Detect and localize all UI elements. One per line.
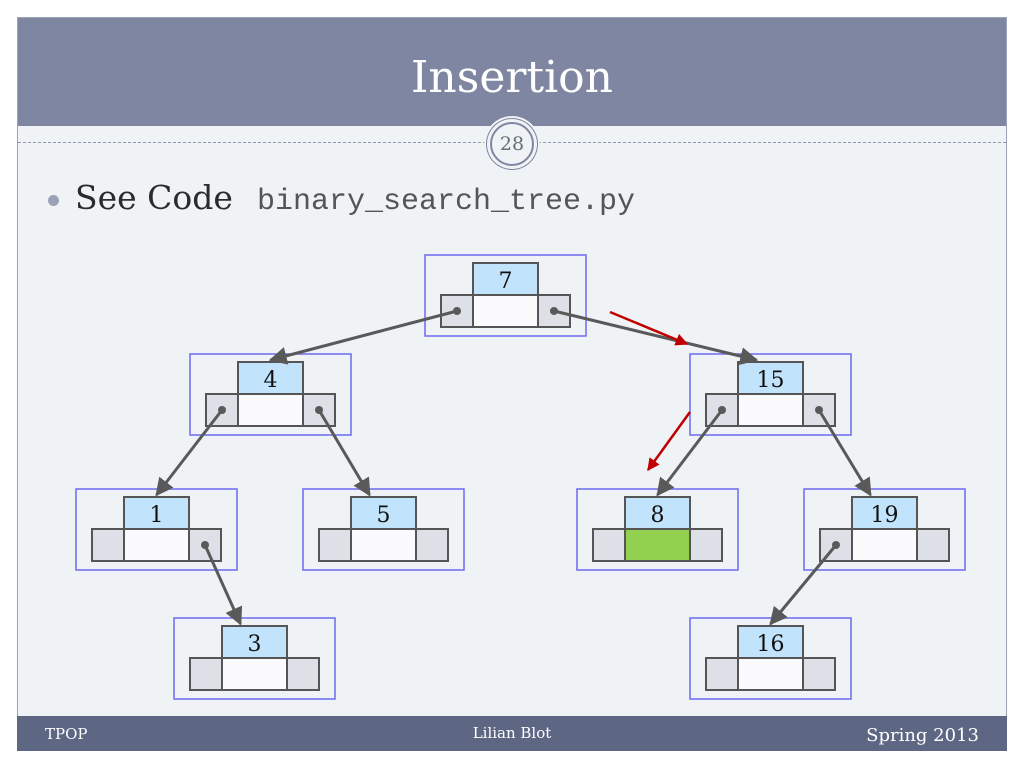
node-key-cell bbox=[123, 496, 190, 530]
edge-arrow bbox=[317, 409, 371, 497]
node-value-cell bbox=[624, 528, 691, 562]
tree-node-7: 7 bbox=[424, 254, 587, 337]
node-label: 19 bbox=[871, 503, 899, 528]
edge-arrow bbox=[553, 309, 759, 365]
title-bar: Insertion bbox=[18, 18, 1006, 126]
bullet-dot-icon bbox=[48, 195, 59, 206]
node-value-cell bbox=[737, 657, 804, 691]
node-frame bbox=[302, 488, 465, 571]
right-pointer-cell bbox=[415, 528, 449, 562]
node-label: 1 bbox=[150, 503, 164, 528]
node-key-cell bbox=[624, 496, 691, 530]
left-pointer-cell bbox=[592, 528, 626, 562]
node-label: 7 bbox=[499, 269, 513, 294]
tree-node-15: 15 bbox=[689, 353, 852, 436]
left-pointer-cell bbox=[189, 657, 223, 691]
left-pointer-cell bbox=[318, 528, 352, 562]
node-label: 5 bbox=[377, 503, 391, 528]
edge-arrow bbox=[203, 544, 243, 626]
tree-node-19: 19 bbox=[803, 488, 966, 571]
left-pointer-cell bbox=[91, 528, 125, 562]
edge-4-to-5 bbox=[315, 406, 371, 497]
tree-node-3: 3 bbox=[173, 617, 336, 700]
slide-number: 28 bbox=[490, 122, 534, 166]
right-pointer-cell bbox=[188, 528, 222, 562]
node-frame bbox=[424, 254, 587, 337]
node-value-cell bbox=[851, 528, 918, 562]
footer-course: TPOP bbox=[45, 725, 88, 743]
tree-node-8: 8 bbox=[576, 488, 739, 571]
node-value-cell bbox=[221, 657, 288, 691]
footer-author: Lilian Blot bbox=[472, 724, 552, 742]
node-value-cell bbox=[737, 393, 804, 427]
edge-arrow bbox=[769, 544, 838, 626]
right-pointer-cell bbox=[802, 657, 836, 691]
insertion-path-arrow bbox=[609, 310, 689, 346]
right-pointer-cell bbox=[286, 657, 320, 691]
tree-node-1: 1 bbox=[75, 488, 238, 571]
right-pointer-cell bbox=[689, 528, 723, 562]
edge-4-to-1 bbox=[155, 406, 226, 497]
bullet-text: See Code bbox=[75, 178, 233, 217]
node-key-cell bbox=[851, 496, 918, 530]
node-label: 8 bbox=[651, 503, 665, 528]
node-label: 4 bbox=[264, 368, 278, 393]
node-label: 15 bbox=[757, 368, 785, 393]
node-label: 16 bbox=[757, 632, 785, 657]
bullet-code: binary_search_tree.py bbox=[256, 185, 635, 219]
footer: TPOP Lilian Blot Spring 2013 bbox=[17, 716, 1007, 751]
tree-node-16: 16 bbox=[689, 617, 852, 700]
edge-arrow bbox=[656, 409, 724, 497]
edge-15-to-19 bbox=[815, 406, 872, 497]
node-value-cell bbox=[123, 528, 190, 562]
left-pointer-cell bbox=[705, 657, 739, 691]
node-value-cell bbox=[237, 393, 304, 427]
bullet-item: See Code binary_search_tree.py bbox=[48, 178, 635, 219]
right-pointer-cell bbox=[916, 528, 950, 562]
node-frame bbox=[803, 488, 966, 571]
insertion-path-arrow bbox=[646, 411, 692, 472]
slide: Insertion 28 See Code binary_search_tree.… bbox=[17, 17, 1007, 751]
edge-arrow bbox=[155, 409, 224, 497]
tree-node-5: 5 bbox=[302, 488, 465, 571]
edge-1-to-3 bbox=[201, 541, 243, 626]
edge-arrow bbox=[817, 409, 872, 497]
slide-title: Insertion bbox=[411, 52, 613, 103]
node-key-cell bbox=[737, 625, 804, 659]
node-label: 3 bbox=[248, 632, 262, 657]
node-value-cell bbox=[350, 528, 417, 562]
footer-term: Spring 2013 bbox=[866, 725, 979, 746]
edge-19-to-16 bbox=[769, 541, 840, 626]
node-value-cell bbox=[472, 294, 539, 328]
edge-arrow bbox=[268, 309, 458, 365]
edge-15-to-8 bbox=[656, 406, 726, 497]
node-key-cell bbox=[472, 262, 539, 296]
node-frame bbox=[173, 617, 336, 700]
edge-7-to-15 bbox=[550, 307, 759, 365]
node-frame bbox=[689, 353, 852, 436]
edge-7-to-4 bbox=[268, 307, 461, 365]
